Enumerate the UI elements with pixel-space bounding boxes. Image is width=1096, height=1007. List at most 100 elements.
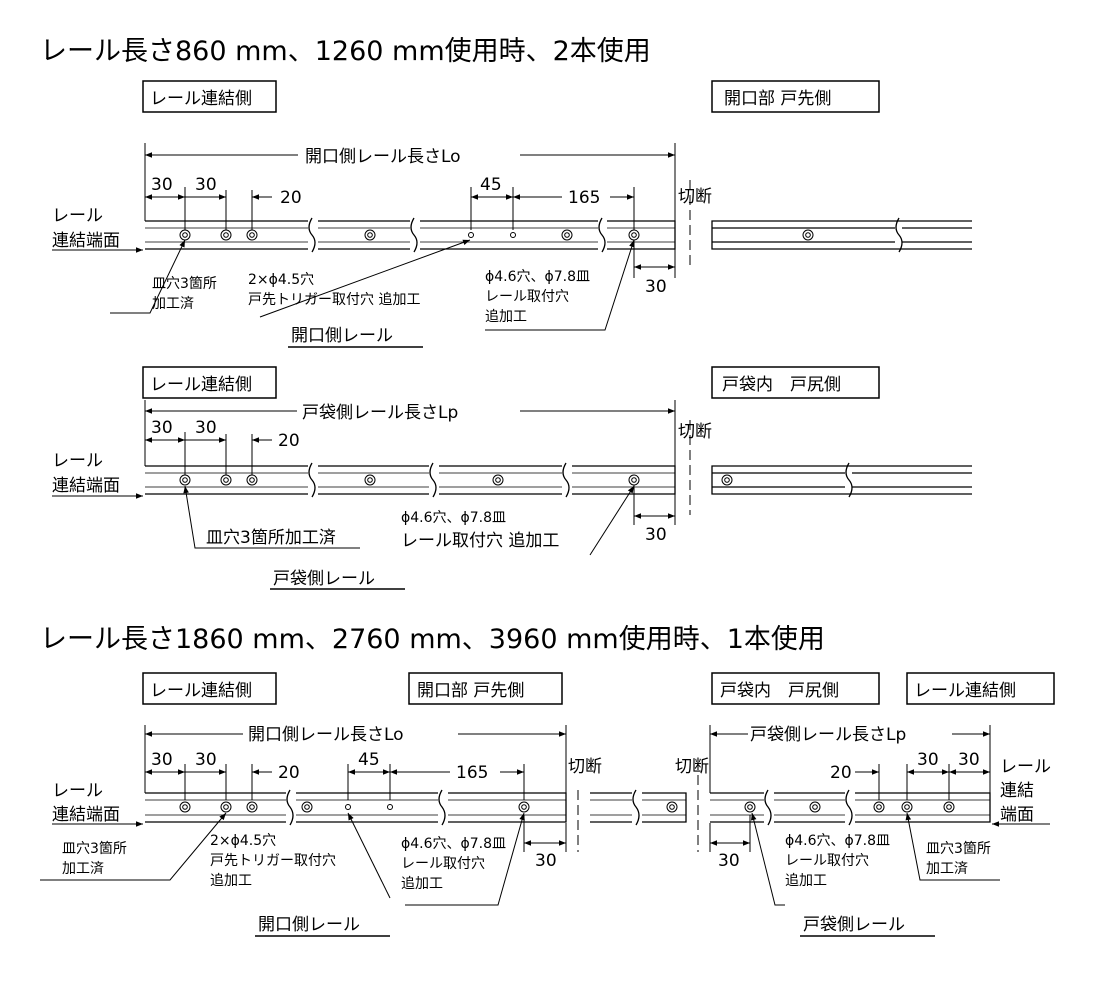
row1-dim-30a: 30 <box>151 175 173 195</box>
row1-overall-dim: 開口側レール長さLo <box>305 147 461 167</box>
s2-right-note-mount-2: レール取付穴 <box>785 853 869 869</box>
s2-left-rail-name: 開口側レール <box>258 915 360 935</box>
row1-dim-45: 45 <box>480 175 502 195</box>
s2-box-2-label: 開口部 戸先側 <box>417 681 524 701</box>
row2-right-box <box>711 366 880 399</box>
s2-box-3 <box>711 672 880 705</box>
row1-right-box <box>711 80 880 113</box>
row2-dim-30b: 30 <box>195 418 217 438</box>
row1-note-mount-2: レール取付穴 <box>485 289 569 305</box>
row2-overall-dim: 戸袋側レール長さLp <box>302 403 458 423</box>
row1-right-box-label: 開口部 戸先側 <box>724 89 831 109</box>
s2-right-dim-30a: 30 <box>917 750 939 770</box>
row1-note-countersunk-2: 加工済 <box>152 296 194 312</box>
row2-note-countersunk: 皿穴3箇所加工済 <box>206 528 336 548</box>
row1-rail-holes <box>179 229 640 241</box>
s2-right-dim-30b: 30 <box>958 750 980 770</box>
row1-dim-30b: 30 <box>195 175 217 195</box>
s2-left-end-label-1: レール <box>52 781 103 801</box>
row2-rail-name: 戸袋側レール <box>273 569 375 589</box>
section1-heading: レール長さ860 mm、1260 mm使用時、2本使用 <box>40 36 651 67</box>
s2-right-dimensions <box>577 725 991 852</box>
row2-dim-20: 20 <box>278 431 300 451</box>
section2-heading: レール長さ1860 mm、2760 mm、3960 mm使用時、1本使用 <box>40 624 825 655</box>
row1-note-mount-1: ϕ4.6穴、ϕ7.8皿 <box>485 269 590 285</box>
row2-left-box-label: レール連結側 <box>150 375 252 395</box>
row1-rail-name: 開口側レール <box>291 326 393 346</box>
s2-left-dim-30end: 30 <box>535 851 557 871</box>
row2-end-label-1: レール <box>52 451 103 471</box>
row2-dimensions <box>144 400 691 525</box>
row2-rail-holes <box>179 474 640 486</box>
row2-cut: 切断 <box>678 422 712 442</box>
s2-left-note-trigger-2: 戸先トリガー取付穴 <box>210 853 336 869</box>
s2-right-note-mount-3: 追加工 <box>785 873 827 889</box>
row2-end-label-2: 連結端面 <box>52 476 120 496</box>
row2-dim-30a: 30 <box>151 418 173 438</box>
s2-left-cut: 切断 <box>568 757 602 777</box>
s2-right-note-countersunk-2: 加工済 <box>926 861 968 877</box>
s2-left-dim-30b: 30 <box>195 750 217 770</box>
s2-left-note-trigger-3: 追加工 <box>210 873 252 889</box>
s2-right-end-label-3: 端面 <box>1000 805 1034 825</box>
row1-left-box-label: レール連結側 <box>150 89 252 109</box>
s2-middle-segment <box>590 789 687 826</box>
row1-dim-20: 20 <box>280 188 302 208</box>
s2-right-rail <box>710 789 991 826</box>
s2-right-overall-dim: 戸袋側レール長さLp <box>750 725 906 745</box>
s2-left-dim-30a: 30 <box>151 750 173 770</box>
row1-leaders <box>110 239 635 331</box>
row2-note-mount-1: ϕ4.6穴、ϕ7.8皿 <box>401 510 506 526</box>
s2-left-note-mount-2: レール取付穴 <box>401 856 485 872</box>
s2-left-note-mount-1: ϕ4.6穴、ϕ7.8皿 <box>401 836 506 852</box>
s2-left-overall-dim: 開口側レール長さLo <box>248 725 404 745</box>
s2-left-note-countersunk-1: 皿穴3箇所 <box>62 840 127 857</box>
s2-left-rail <box>145 789 567 826</box>
row2-right-box-label: 戸袋内 戸尻側 <box>722 375 841 395</box>
s2-left-dim-20: 20 <box>278 763 300 783</box>
s2-right-note-countersunk-1: 皿穴3箇所 <box>926 840 991 857</box>
s2-right-cut: 切断 <box>675 757 709 777</box>
s2-right-rail-name: 戸袋側レール <box>803 915 905 935</box>
row1-note-trigger-2: 戸先トリガー取付穴 追加工 <box>248 292 420 308</box>
s2-left-note-mount-3: 追加工 <box>401 876 443 892</box>
row1-note-trigger-1: 2×ϕ4.5穴 <box>248 272 314 288</box>
row1-rail <box>145 217 676 253</box>
row1-dim-30end: 30 <box>645 277 667 297</box>
s2-left-leaders <box>40 812 525 906</box>
row2-rail-stub <box>711 462 972 498</box>
s2-left-dimensions <box>144 725 567 852</box>
s2-left-rail-holes <box>179 801 530 813</box>
s2-right-note-mount-1: ϕ4.6穴、ϕ7.8皿 <box>785 833 890 849</box>
s2-right-end-label-2: 連結 <box>1000 781 1034 801</box>
s2-right-end-label-1: レール <box>1000 757 1051 777</box>
s2-right-leaders <box>750 812 1000 906</box>
row2-rail <box>145 462 676 498</box>
row1-dim-165: 165 <box>568 188 600 208</box>
row1-end-label-1: レール <box>52 206 103 226</box>
s2-right-dim-20: 20 <box>830 763 852 783</box>
s2-right-dim-30end: 30 <box>718 851 740 871</box>
row1-note-mount-3: 追加工 <box>485 309 527 325</box>
s2-box-4-label: レール連結側 <box>914 681 1016 701</box>
row2-left-box <box>142 366 277 399</box>
s2-left-dim-45: 45 <box>358 750 380 770</box>
row1-cut: 切断 <box>678 187 712 207</box>
s2-box-1-label: レール連結側 <box>150 681 252 701</box>
s2-left-end-label-2: 連結端面 <box>52 805 120 825</box>
row2-note-mount-2: レール取付穴 追加工 <box>401 531 559 551</box>
row1-end-label-2: 連結端面 <box>52 231 120 251</box>
row1-dimensions <box>144 143 691 278</box>
row2-leaders <box>183 485 635 556</box>
s2-left-dim-165: 165 <box>456 763 488 783</box>
s2-box-2 <box>408 672 563 705</box>
row1-rail-stub <box>711 217 972 253</box>
s2-left-note-countersunk-2: 加工済 <box>62 861 104 877</box>
row1-left-box <box>142 80 277 113</box>
s2-right-rail-holes <box>744 801 955 813</box>
s2-box-4 <box>906 672 1055 705</box>
row2-dim-30end: 30 <box>645 525 667 545</box>
s2-box-1 <box>142 672 277 705</box>
s2-left-note-trigger-1: 2×ϕ4.5穴 <box>210 833 276 849</box>
